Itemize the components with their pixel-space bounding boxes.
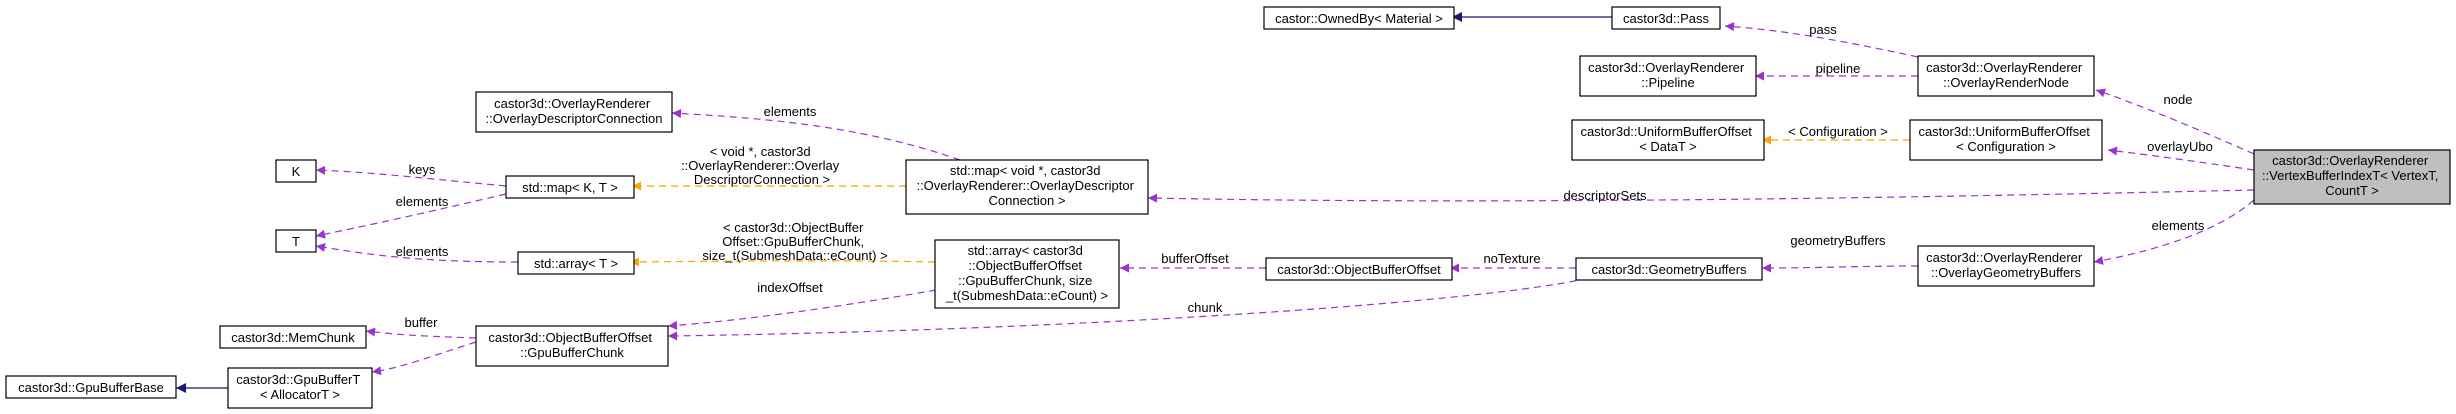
node-geometry-buffers[interactable]: castor3d::GeometryBuffers	[1575, 257, 1763, 281]
node-overlay-geometry-buffers[interactable]: castor3d::OverlayRenderer ::OverlayGeome…	[1917, 245, 2095, 287]
edge-descconn-mapvoid	[671, 109, 961, 161]
edge-label-pipeline: pipeline	[1816, 61, 1861, 76]
node-ubo-configuration[interactable]: castor3d::UniformBufferOffset < Configur…	[1909, 119, 2103, 161]
edge-mapvoid-main	[1147, 189, 2255, 203]
node-t[interactable]: T	[275, 229, 317, 253]
edge-label-geometrybuffers: elements	[2152, 218, 2205, 233]
node-map-k-t[interactable]: std::map< K, T >	[505, 175, 635, 199]
node-overlay-descriptor-connection[interactable]: castor3d::OverlayRenderer ::OverlayDescr…	[475, 91, 673, 133]
edge-label-descriptorsets: descriptorSets	[1563, 188, 1647, 203]
svg-text:K: K	[292, 164, 301, 179]
edge-label-keys: keys	[409, 162, 436, 177]
node-array-gpu-buffer-chunk[interactable]: std::array< castor3d ::ObjectBufferOffse…	[934, 239, 1120, 309]
svg-text:castor3d::MemChunk: castor3d::MemChunk	[231, 330, 355, 345]
edge-gpubufchunk-arraygpu	[667, 289, 937, 330]
svg-text:castor3d::OverlayRenderer: castor3d::OverlayRenderer ::VertexBuffer…	[2262, 153, 2442, 198]
edge-label-elements-desc: elements	[764, 104, 817, 119]
edge-label-elements-t2: elements	[396, 244, 449, 259]
edge-gpubuft-gpubufchunk	[371, 341, 477, 376]
svg-text:castor::OwnedBy< Material >: castor::OwnedBy< Material >	[1275, 11, 1443, 26]
svg-text:castor3d::GeometryBuffers: castor3d::GeometryBuffers	[1591, 262, 1747, 277]
edge-label-buffers: bufferOffset	[1161, 251, 1229, 266]
edge-t-arrayt	[315, 243, 519, 263]
edge-label-bufferoffset: noTexture	[1483, 251, 1540, 266]
svg-text:castor3d::GpuBufferBase: castor3d::GpuBufferBase	[18, 380, 164, 395]
edge-rendernode-main	[2095, 88, 2255, 155]
edge-label-indexoffset: chunk	[1188, 300, 1223, 315]
node-vertex-buffer-index[interactable]: castor3d::OverlayRenderer ::VertexBuffer…	[2253, 149, 2451, 205]
edge-label-notexture: geometryBuffers	[1790, 233, 1886, 248]
edge-gpubufchunk-geom	[667, 277, 1589, 341]
edge-geom-overlaygeom	[1761, 263, 1919, 273]
node-map-void-descriptor[interactable]: std::map< void *, castor3d ::OverlayRend…	[905, 159, 1149, 215]
svg-text:castor3d::ObjectBufferOffset: castor3d::ObjectBufferOffset ::GpuBuffer…	[488, 330, 655, 360]
node-overlay-pipeline[interactable]: castor3d::OverlayRenderer ::Pipeline	[1579, 55, 1757, 97]
svg-text:castor3d::OverlayRenderer: castor3d::OverlayRenderer ::Pipeline	[1588, 60, 1748, 90]
edge-label-array-template: < castor3d::ObjectBuffer Offset::GpuBuff…	[702, 220, 887, 263]
node-pass[interactable]: castor3d::Pass	[1611, 6, 1721, 30]
svg-text:castor3d::GpuBufferT <: castor3d::GpuBufferT < AllocatorT >	[236, 372, 363, 402]
svg-text:castor3d::OverlayRenderer: castor3d::OverlayRenderer ::OverlayGeome…	[1926, 250, 2086, 280]
edge-label-node: node	[2164, 92, 2193, 107]
svg-text:castor3d::Pass: castor3d::Pass	[1623, 11, 1709, 26]
edge-t-mapkt	[315, 193, 507, 239]
svg-text:std::array< castor3d :: std::array< castor3d ::ObjectBufferOffse…	[945, 243, 1108, 303]
node-array-t[interactable]: std::array< T >	[517, 251, 635, 275]
node-gpu-buffer-base[interactable]: castor3d::GpuBufferBase	[5, 375, 177, 399]
svg-text:castor3d::UniformBufferOffset: castor3d::UniformBufferOffset < Configur…	[1918, 124, 2093, 154]
node-mem-chunk[interactable]: castor3d::MemChunk	[219, 325, 367, 349]
edge-label-map-template: < void *, castor3d ::OverlayRenderer::Ov…	[681, 144, 843, 187]
svg-text:std::array< T >: std::array< T >	[534, 256, 618, 271]
node-k[interactable]: K	[275, 159, 317, 183]
svg-text:castor3d::UniformBufferOffset: castor3d::UniformBufferOffset < DataT >	[1580, 124, 1755, 154]
edge-memchunk-gpubufchunk	[365, 327, 477, 339]
edge-arrayt-arraygpu	[629, 257, 936, 267]
svg-text:std::map< K, T >: std::map< K, T >	[522, 180, 618, 195]
edge-label-elements-t1: elements	[396, 194, 449, 209]
svg-text:std::map< void *, castor3d: std::map< void *, castor3d ::OverlayRend…	[916, 163, 1137, 208]
node-object-buffer-offset[interactable]: castor3d::ObjectBufferOffset	[1265, 257, 1453, 281]
nodes: castor::OwnedBy< Material > castor3d::Pa…	[5, 6, 2451, 409]
svg-text:castor3d::OverlayRenderer: castor3d::OverlayRenderer ::OverlayDescr…	[485, 96, 662, 126]
edge-k-mapkt	[315, 165, 507, 187]
edge-uboconfig-main	[2107, 146, 2255, 171]
edge-label-pass: pass	[1809, 22, 1837, 37]
edges: pass pipeline node < Configuration > ove…	[176, 12, 2255, 393]
edge-overlaygeom-main	[2093, 199, 2255, 265]
node-overlay-render-node[interactable]: castor3d::OverlayRenderer ::OverlayRende…	[1917, 55, 2095, 97]
edge-label-elements-chunk: indexOffset	[757, 280, 823, 295]
node-ubo-datat[interactable]: castor3d::UniformBufferOffset < DataT >	[1571, 119, 1765, 161]
edge-pass-rendernode	[1724, 22, 1919, 58]
svg-text:castor3d::OverlayRenderer: castor3d::OverlayRenderer ::OverlayRende…	[1926, 60, 2086, 90]
node-ownedby-material[interactable]: castor::OwnedBy< Material >	[1263, 6, 1455, 30]
edge-label-chunk: buffer	[404, 315, 438, 330]
svg-text:castor3d::ObjectBufferOffset: castor3d::ObjectBufferOffset	[1277, 262, 1441, 277]
svg-text:T: T	[292, 234, 300, 249]
edge-label-overlayubo: overlayUbo	[2147, 139, 2213, 154]
node-gpu-buffer-t[interactable]: castor3d::GpuBufferT < AllocatorT >	[227, 367, 373, 409]
edge-label-configuration: < Configuration >	[1788, 124, 1888, 139]
node-gpu-buffer-chunk[interactable]: castor3d::ObjectBufferOffset ::GpuBuffer…	[475, 325, 669, 367]
